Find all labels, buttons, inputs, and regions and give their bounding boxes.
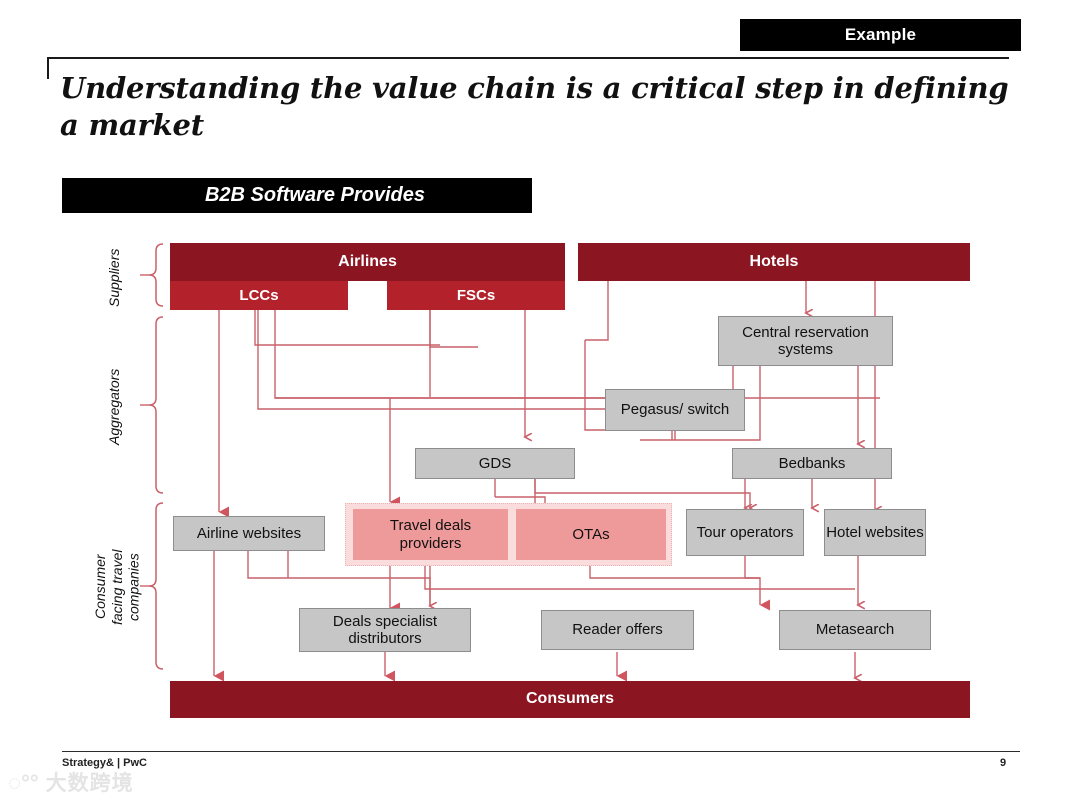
node-metasearch[interactable]: Metasearch: [779, 610, 931, 650]
watermark-text: 大数跨境: [45, 771, 134, 795]
node-hotel-websites[interactable]: Hotel websites: [824, 509, 926, 556]
node-gds[interactable]: GDS: [415, 448, 575, 479]
footer-brand: Strategy& | PwC: [62, 757, 147, 769]
watermark: ◌°° 大数跨境: [8, 772, 134, 794]
example-badge: Example: [740, 19, 1021, 51]
bracket-label-suppliers: Suppliers: [106, 248, 122, 308]
title-tick: [47, 57, 49, 79]
footer-rule: [62, 751, 1020, 752]
node-travel-deals-providers[interactable]: Travel deals providers: [353, 509, 508, 560]
bracket-label-consumer-facing: Consumer facing travel companies: [92, 549, 142, 625]
node-central-reservation-systems[interactable]: Central reservation systems: [718, 316, 893, 366]
node-fscs[interactable]: FSCs: [387, 281, 565, 310]
node-lccs[interactable]: LCCs: [170, 281, 348, 310]
node-airline-websites[interactable]: Airline websites: [173, 516, 325, 551]
node-otas[interactable]: OTAs: [516, 509, 666, 560]
title-rule: [47, 57, 1009, 59]
watermark-logo-icon: ◌°°: [8, 770, 39, 795]
node-reader-offers[interactable]: Reader offers: [541, 610, 694, 650]
page-title: Understanding the value chain is a criti…: [60, 71, 1009, 143]
node-consumers[interactable]: Consumers: [170, 681, 970, 718]
node-airlines[interactable]: Airlines: [170, 243, 565, 281]
section-banner: B2B Software Provides: [62, 178, 532, 213]
node-bedbanks[interactable]: Bedbanks: [732, 448, 892, 479]
node-deals-specialist-distributors[interactable]: Deals specialist distributors: [299, 608, 471, 652]
node-pegasus-switch[interactable]: Pegasus/ switch: [605, 389, 745, 431]
node-hotels[interactable]: Hotels: [578, 243, 970, 281]
bracket-label-aggregators: Aggregators: [106, 368, 122, 446]
node-tour-operators[interactable]: Tour operators: [686, 509, 804, 556]
page-number: 9: [1000, 757, 1007, 769]
